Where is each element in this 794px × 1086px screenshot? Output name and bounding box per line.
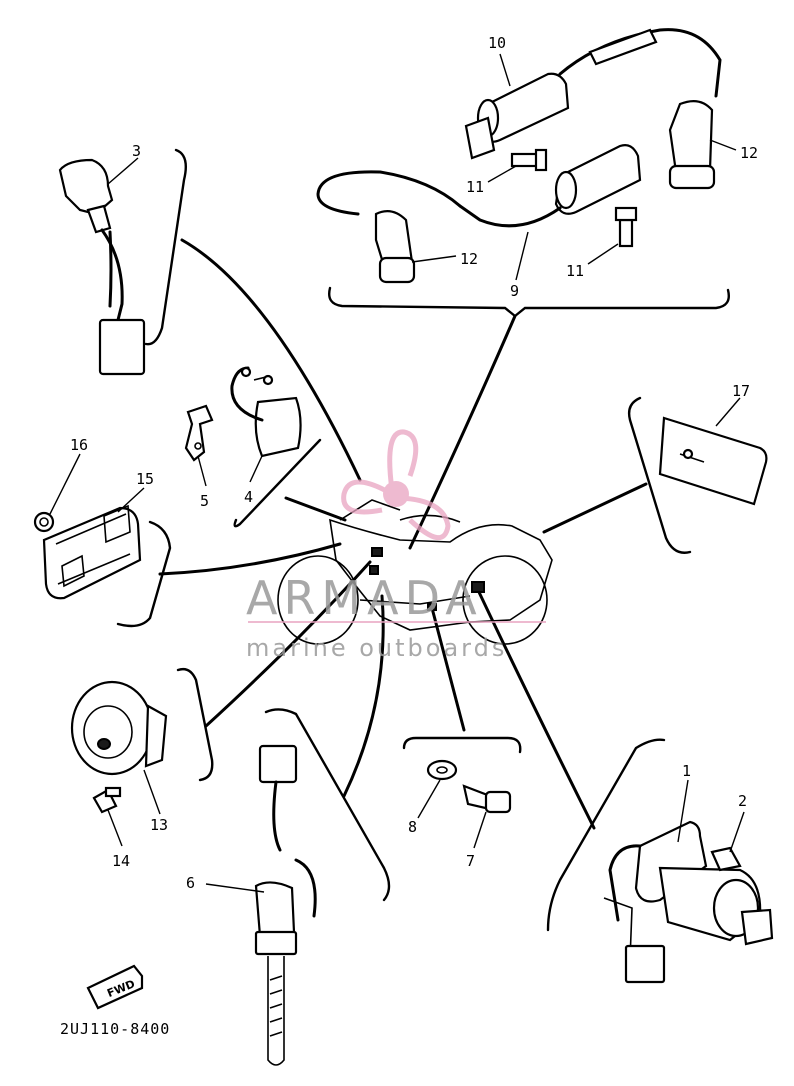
link-wire-4 (284, 496, 347, 522)
sensor-4 (230, 366, 302, 458)
callout-17: 17 (732, 382, 750, 400)
callout-1: 1 (682, 762, 691, 780)
nut-16 (33, 511, 55, 533)
bracket-reflector-15 (116, 520, 172, 628)
watermark-subtitle: marine outboards (246, 634, 507, 662)
link-wire-3 (180, 238, 362, 482)
bracket-reflector-17 (627, 396, 692, 554)
link-wire-7 (430, 606, 466, 732)
bolt-11-lower (614, 206, 638, 248)
plug-cap-12-right (668, 99, 716, 190)
callout-10: 10 (488, 34, 506, 52)
bracket-ignition-coils (328, 286, 730, 318)
callout-5: 5 (200, 492, 209, 510)
ignition-coil-10 (464, 28, 722, 160)
callout-9: 9 (510, 282, 519, 300)
callout-11-lower: 11 (566, 262, 584, 280)
reflector-15 (42, 504, 142, 600)
watermark-logo (248, 429, 546, 623)
bracket-parts-4-5 (233, 438, 322, 528)
bracket-main-switch (546, 738, 666, 932)
callout-12-right: 12 (740, 144, 758, 162)
callout-12-left: 12 (460, 250, 478, 268)
horn-13 (70, 680, 168, 776)
ignition-coil-9 (316, 144, 642, 228)
bolt-7 (462, 784, 512, 814)
callout-11-upper: 11 (466, 178, 484, 196)
diagram-part-code: 2UJ110-8400 (60, 1020, 170, 1038)
callout-2: 2 (738, 792, 747, 810)
callout-13: 13 (150, 816, 168, 834)
watermark-title: ARMADA (246, 571, 483, 625)
callout-7: 7 (466, 852, 475, 870)
bolt-11-upper (510, 148, 548, 172)
watermark-propeller-icon (341, 429, 451, 540)
plug-cap-12-left (374, 209, 416, 284)
bolt-14 (92, 786, 122, 814)
bracket-switch-3 (144, 148, 187, 346)
bracket-bolt-7-8 (402, 736, 522, 754)
leader-lines (49, 53, 745, 893)
bracket-plate-5 (184, 404, 214, 462)
callout-16: 16 (70, 436, 88, 454)
bolt-2 (710, 846, 742, 872)
callout-8: 8 (408, 818, 417, 836)
link-wire-coils (408, 314, 517, 550)
forward-arrow-icon: FWD (86, 964, 144, 1010)
washer-8 (426, 759, 458, 781)
link-wire-17 (542, 482, 648, 534)
bracket-horn-13 (176, 667, 214, 782)
link-wire-1 (476, 588, 596, 830)
main-switch-1 (603, 820, 774, 984)
switch-6 (254, 744, 317, 1066)
callout-3: 3 (132, 142, 141, 160)
callout-6: 6 (186, 874, 195, 892)
callout-14: 14 (112, 852, 130, 870)
bracket-switch-6 (264, 708, 391, 902)
callout-15: 15 (136, 470, 154, 488)
switch-3 (58, 158, 146, 376)
link-wire-15 (158, 542, 342, 576)
watermark-hub (383, 481, 409, 507)
callout-4: 4 (244, 488, 253, 506)
reflector-17 (658, 416, 768, 506)
